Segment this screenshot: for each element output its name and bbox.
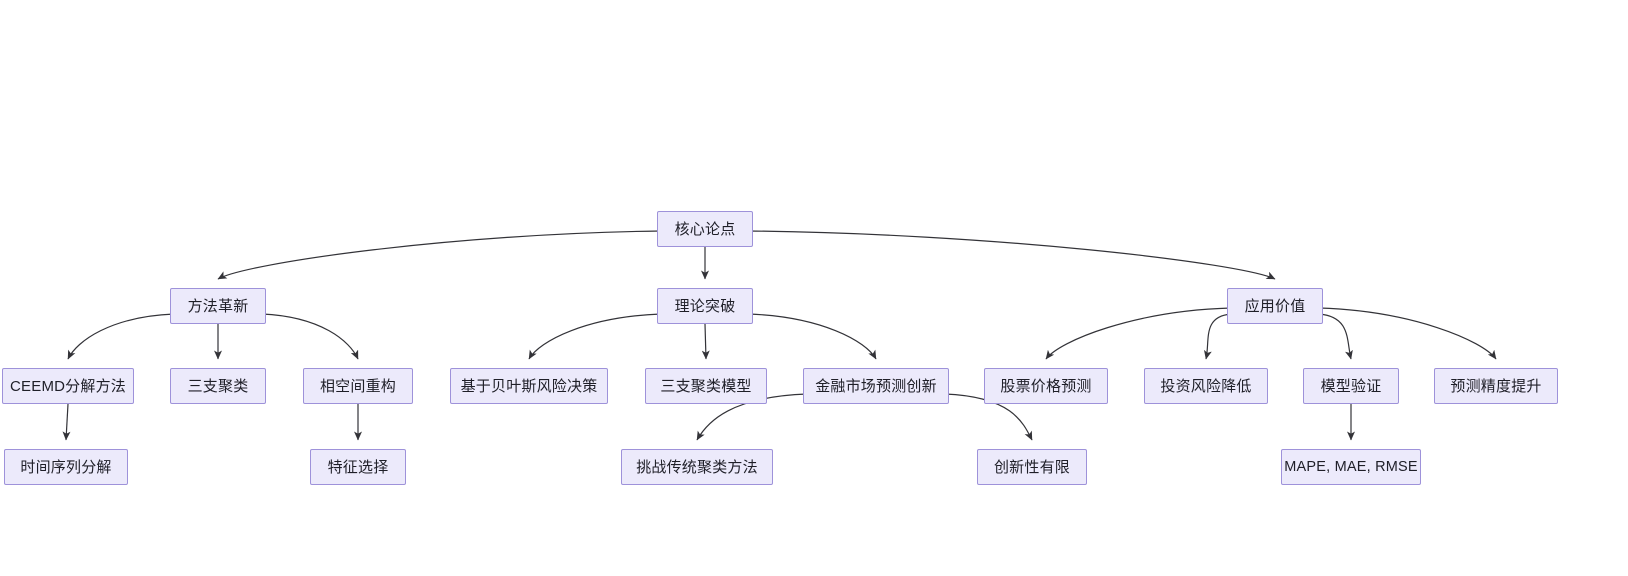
node-l3c[interactable]: 挑战传统聚类方法 — [621, 449, 773, 485]
node-l2a[interactable]: CEEMD分解方法 — [2, 368, 134, 404]
node-label: 投资风险降低 — [1160, 377, 1252, 395]
edge-l1a-to-l2c — [261, 313, 359, 360]
node-label: MAPE, MAE, RMSE — [1284, 458, 1418, 475]
node-label: 模型验证 — [1320, 377, 1382, 395]
node-label: 核心论点 — [674, 220, 736, 238]
edge-l1b-to-l2d — [528, 313, 662, 360]
edge-root-to-l1a — [217, 230, 662, 280]
node-label: 基于贝叶斯风险决策 — [460, 377, 598, 395]
edge-l2a-to-l3a — [62, 403, 71, 441]
edge-l1c-to-l2g — [1045, 307, 1232, 360]
node-l2b[interactable]: 三支聚类 — [170, 368, 266, 404]
node-l1b[interactable]: 理论突破 — [657, 288, 753, 324]
node-l1a[interactable]: 方法革新 — [170, 288, 266, 324]
node-label: 相空间重构 — [319, 377, 396, 395]
node-l1c[interactable]: 应用价值 — [1227, 288, 1323, 324]
node-l3e[interactable]: MAPE, MAE, RMSE — [1281, 449, 1421, 485]
edge-l1b-to-l2e — [701, 323, 710, 360]
node-label: 创新性有限 — [993, 458, 1070, 476]
node-root[interactable]: 核心论点 — [657, 211, 753, 247]
node-l2e[interactable]: 三支聚类模型 — [645, 368, 767, 404]
node-label: 应用价值 — [1244, 297, 1306, 315]
node-label: 预测精度提升 — [1450, 377, 1542, 395]
node-l3d[interactable]: 创新性有限 — [977, 449, 1087, 485]
node-label: 三支聚类模型 — [660, 377, 752, 395]
node-l2c[interactable]: 相空间重构 — [303, 368, 413, 404]
node-l2g[interactable]: 股票价格预测 — [984, 368, 1108, 404]
edge-paths — [62, 230, 1497, 441]
edge-l1a-to-l2a — [67, 313, 175, 360]
node-l2j[interactable]: 预测精度提升 — [1434, 368, 1558, 404]
node-l2i[interactable]: 模型验证 — [1303, 368, 1399, 404]
node-label: 挑战传统聚类方法 — [636, 458, 758, 476]
node-label: 金融市场预测创新 — [815, 377, 937, 395]
node-l2d[interactable]: 基于贝叶斯风险决策 — [450, 368, 608, 404]
edge-l1b-to-l2f — [748, 313, 877, 360]
node-l2f[interactable]: 金融市场预测创新 — [803, 368, 949, 404]
node-label: 三支聚类 — [187, 377, 249, 395]
node-label: 方法革新 — [187, 297, 249, 315]
node-label: 股票价格预测 — [1000, 377, 1092, 395]
node-l3a[interactable]: 时间序列分解 — [4, 449, 128, 485]
edge-l1c-to-l2i — [1318, 313, 1353, 360]
node-label: 时间序列分解 — [20, 458, 112, 476]
node-label: 特征选择 — [327, 458, 389, 476]
edge-l1c-to-l2j — [1318, 307, 1497, 360]
node-l2h[interactable]: 投资风险降低 — [1144, 368, 1268, 404]
node-label: 理论突破 — [674, 297, 736, 315]
edge-root-to-l1c — [748, 230, 1276, 280]
node-l3b[interactable]: 特征选择 — [310, 449, 406, 485]
node-label: CEEMD分解方法 — [10, 377, 126, 395]
